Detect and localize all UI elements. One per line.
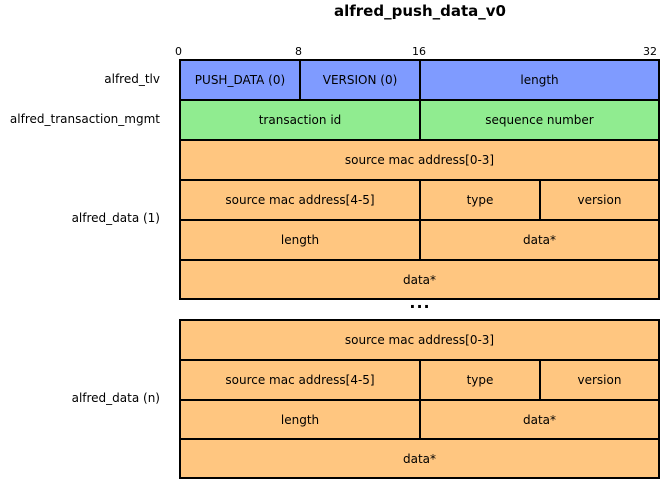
row-label-data-n: alfred_data (n) [71,391,160,405]
field-datan-length: length [179,399,421,440]
field-data1-mac-4-5: source mac address[4-5] [179,179,421,221]
field-datan-mac-4-5: source mac address[4-5] [179,359,421,401]
row-label-tlv: alfred_tlv [104,72,160,86]
ellipsis: ... [409,293,431,312]
field-data1-version: version [539,179,660,221]
diagram-title: alfred_push_data_v0 [334,2,506,20]
field-version: VERSION (0) [299,59,421,101]
field-transaction-id: transaction id [179,99,421,141]
row-label-transaction-mgmt: alfred_transaction_mgmt [9,112,160,126]
field-push-data-type: PUSH_DATA (0) [179,59,301,101]
field-datan-type: type [419,359,541,401]
field-tlv-length: length [419,59,660,101]
field-data1-data-full: data* [179,259,660,300]
ruler-tick-0: 0 [175,45,182,58]
ruler-tick-32: 32 [643,45,657,58]
field-datan-version: version [539,359,660,401]
field-data1-mac-0-3: source mac address[0-3] [179,139,660,181]
field-data1-type: type [419,179,541,221]
field-data1-data-partial: data* [419,219,660,261]
ruler-tick-8: 8 [295,45,302,58]
field-datan-data-full: data* [179,438,660,479]
row-label-data-1: alfred_data (1) [71,211,160,225]
field-datan-mac-0-3: source mac address[0-3] [179,319,660,361]
ruler-tick-16: 16 [412,45,426,58]
field-datan-data-partial: data* [419,399,660,440]
field-data1-length: length [179,219,421,261]
field-sequence-number: sequence number [419,99,660,141]
